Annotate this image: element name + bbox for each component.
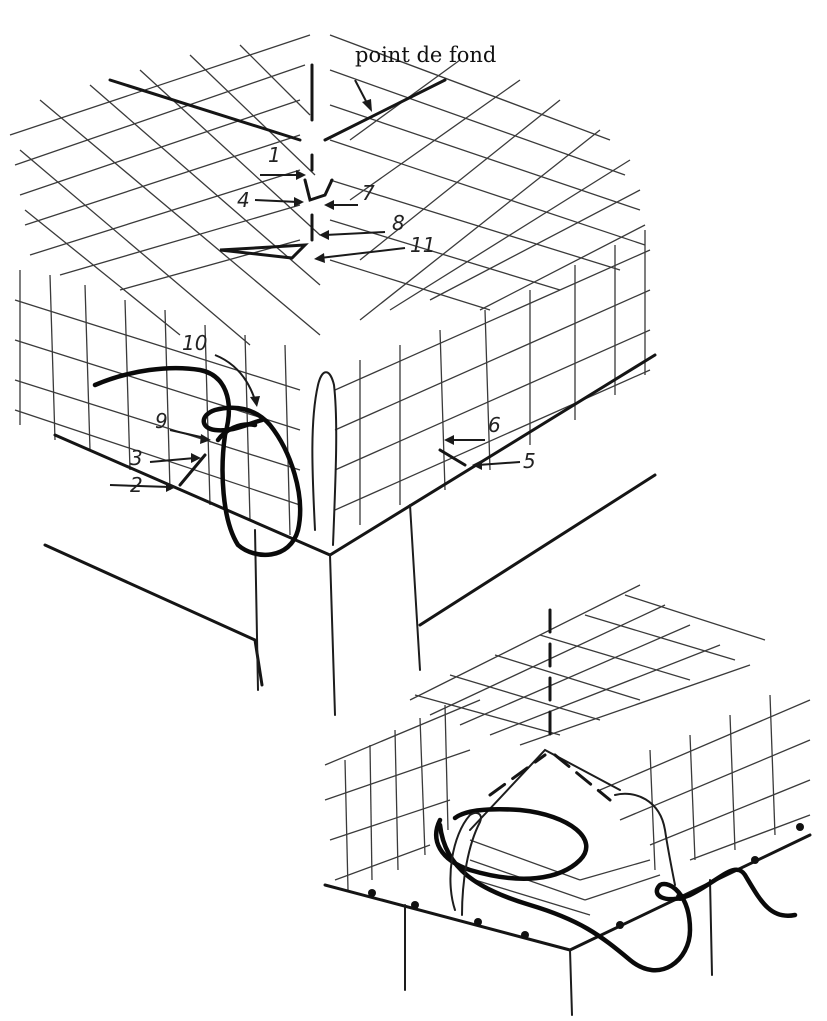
label-1: 1 — [268, 143, 281, 167]
label-2: 2 — [130, 473, 143, 497]
top-surface-grid-right — [330, 35, 645, 320]
arrow-3 — [150, 458, 195, 462]
label-3: 3 — [130, 446, 143, 470]
label-6: 6 — [488, 413, 501, 437]
label-8: 8 — [392, 211, 405, 235]
left-base — [45, 545, 262, 685]
right-ledge — [330, 355, 655, 555]
small-dashed-left — [490, 755, 545, 795]
arrow-10 — [215, 355, 255, 400]
small-cord-main — [440, 825, 795, 970]
arrowhead-10 — [250, 396, 260, 407]
label-10: 10 — [182, 331, 207, 355]
small-dashed-right — [555, 755, 610, 800]
cord-loop — [95, 368, 300, 555]
fold-mark-11 — [220, 245, 305, 258]
label-5: 5 — [523, 449, 536, 473]
small-top-grid — [410, 585, 765, 745]
label-9: 9 — [155, 409, 168, 433]
small-right-leg — [710, 880, 712, 975]
arrowhead-9 — [200, 434, 211, 444]
label-7: 7 — [362, 181, 375, 205]
label-4: 4 — [237, 188, 250, 212]
label-11: 11 — [410, 233, 435, 257]
arrow-4 — [255, 200, 298, 202]
arrowhead-title — [362, 99, 372, 112]
large-corner-drawing: point de fond 1 2 3 4 5 6 7 8 9 10 11 — [10, 35, 655, 715]
small-wrap-strap-right — [615, 794, 675, 885]
arrowhead-7 — [324, 200, 334, 210]
right-leg-edge — [410, 505, 420, 670]
center-vertical-edge — [330, 555, 335, 715]
right-base — [420, 475, 655, 625]
top-surface-grid-left — [10, 35, 320, 345]
corner-roll — [312, 372, 336, 545]
arrowhead-2 — [166, 482, 176, 492]
small-left-ledge — [325, 885, 570, 950]
arrow-11 — [320, 248, 405, 258]
small-center-edge — [570, 950, 572, 1015]
right-wall-grid — [335, 230, 650, 525]
annotation-arrows-large — [110, 80, 520, 492]
arrow-9 — [170, 430, 205, 438]
arrowhead-11 — [314, 253, 325, 263]
small-right-wall-grid — [600, 695, 810, 870]
arrowhead-5 — [472, 460, 482, 470]
arrowhead-6 — [444, 435, 454, 445]
stitch-hook-7 — [305, 180, 332, 200]
arrow-5 — [478, 462, 520, 465]
title-point-de-fond: point de fond — [355, 43, 496, 67]
small-left-wall-grid — [325, 700, 480, 890]
arrowhead-8 — [319, 230, 329, 240]
arrowhead-1 — [296, 170, 306, 180]
small-corner-drawing — [325, 585, 810, 1015]
